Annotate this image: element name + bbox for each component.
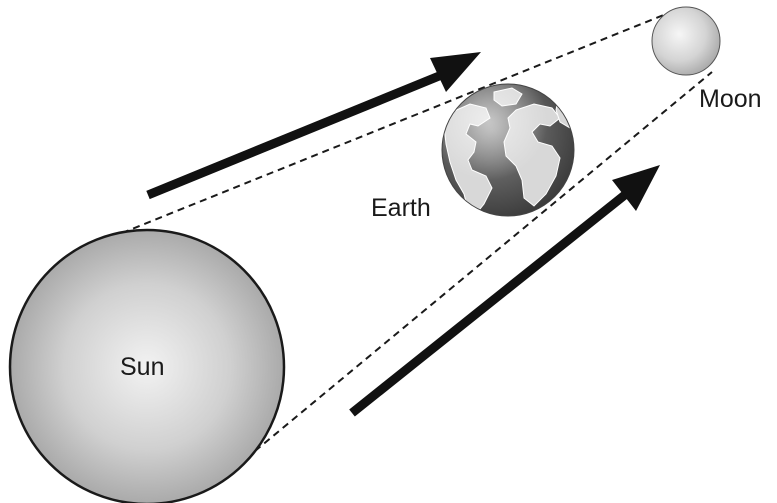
moon-label: Moon	[699, 85, 762, 113]
earth-label: Earth	[371, 194, 431, 222]
moon-icon	[651, 6, 721, 76]
sunlight-arrow-upper-icon	[146, 52, 481, 200]
sun-icon	[8, 228, 286, 503]
sun-label: Sun	[120, 353, 165, 381]
upper-tangent-line	[121, 9, 677, 234]
sunlight-arrow-lower-icon	[349, 165, 660, 417]
earth-globe-icon	[441, 83, 575, 217]
lower-tangent-line	[254, 71, 713, 452]
